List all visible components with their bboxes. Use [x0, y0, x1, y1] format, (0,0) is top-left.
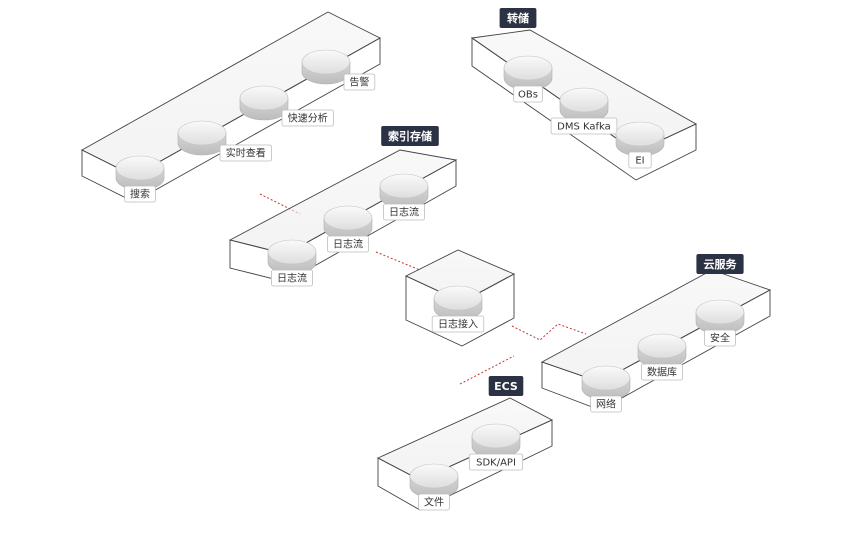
- node-label: 日志流: [389, 206, 419, 219]
- node-label-box: [270, 269, 313, 287]
- node-label-box: [704, 329, 736, 347]
- node-label: 搜索: [130, 188, 150, 201]
- disk-top: [239, 85, 289, 111]
- node-label-box: [124, 185, 156, 203]
- group-box-top: [228, 149, 458, 255]
- node-label: EI: [635, 156, 644, 167]
- node-dump-1[interactable]: OBs: [503, 55, 553, 103]
- node-analysis-1[interactable]: 搜索: [115, 155, 165, 203]
- node-label-box: [590, 395, 622, 413]
- node-ingest-1[interactable]: 日志接入: [431, 285, 485, 333]
- badge-bg: [696, 254, 744, 274]
- node-label: 日志接入: [438, 318, 478, 331]
- disk-top: [559, 87, 609, 113]
- disk-top: [433, 285, 483, 311]
- node-label-box: [382, 203, 425, 221]
- node-label: 数据库: [647, 366, 677, 379]
- group-ingest: 日志接入: [404, 249, 516, 347]
- disk-top: [637, 333, 687, 359]
- node-label-box: [641, 363, 684, 381]
- node-ecs-1[interactable]: 文件: [409, 463, 459, 511]
- connector-line-2: [375, 251, 421, 271]
- node-label: 文件: [424, 496, 444, 509]
- node-dump-3[interactable]: EI: [615, 121, 665, 169]
- group-box-floor: [82, 12, 380, 176]
- group-title: ECS: [494, 380, 518, 393]
- node-label: 安全: [710, 332, 730, 345]
- group-box-top: [540, 269, 772, 383]
- node-index-3[interactable]: 日志流: [379, 173, 429, 221]
- disk-top: [323, 205, 373, 231]
- node-label: OBs: [518, 90, 538, 101]
- group-ecs: 文件 SDK/API ECS: [376, 376, 554, 511]
- node-dump-2[interactable]: DMS Kafka: [550, 87, 618, 135]
- badge-bg: [499, 8, 537, 28]
- disk-top: [503, 55, 553, 81]
- node-label-box: [326, 235, 369, 253]
- disk-top: [267, 239, 317, 265]
- group-title: 云服务: [704, 257, 738, 271]
- disk-top: [177, 120, 227, 146]
- disk-top: [581, 365, 631, 391]
- group-box-floor: [378, 398, 552, 480]
- node-index-2[interactable]: 日志流: [323, 205, 373, 253]
- node-analysis-4[interactable]: 告警: [301, 49, 376, 91]
- group-title: 转储: [507, 11, 529, 25]
- node-label-box: [431, 315, 485, 333]
- node-cloud-1[interactable]: 网络: [581, 365, 631, 413]
- node-analysis-3[interactable]: 快速分析: [239, 85, 334, 127]
- group-title-badge-index: 索引存储: [381, 126, 439, 146]
- node-label: DMS Kafka: [557, 122, 611, 133]
- group-title: 索引存储: [388, 129, 432, 143]
- node-cloud-3[interactable]: 安全: [695, 299, 745, 347]
- group-box-floor: [542, 270, 770, 382]
- node-label: 日志流: [333, 238, 363, 251]
- node-ecs-2[interactable]: SDK/API: [468, 423, 524, 471]
- node-label-box: [468, 453, 524, 471]
- group-title-badge-ecs: ECS: [488, 376, 524, 396]
- node-label: 快速分析: [288, 112, 328, 125]
- disk-top: [301, 49, 351, 75]
- disk-top: [695, 299, 745, 325]
- disk-top: [409, 463, 459, 489]
- node-label-box: [418, 493, 450, 511]
- group-analysis: 搜索 实时查看 快速分析 告警: [81, 11, 381, 203]
- node-label: 实时查看: [226, 147, 266, 160]
- badge-bg: [381, 126, 439, 146]
- node-label: SDK/API: [476, 458, 516, 469]
- group-title-badge-cloud: 云服务: [696, 254, 744, 274]
- group-cloud: 网络 数据库 安全 云服务: [540, 254, 772, 413]
- node-label: 网络: [596, 398, 616, 411]
- node-label-box: [628, 151, 652, 169]
- group-box-top: [376, 397, 554, 481]
- node-label: 告警: [349, 76, 369, 89]
- group-title-badge-dump: 转储: [499, 8, 537, 28]
- disk-top: [379, 173, 429, 199]
- node-analysis-2[interactable]: 实时查看: [177, 120, 272, 162]
- node-index-1[interactable]: 日志流: [267, 239, 317, 287]
- badge-bg: [488, 376, 524, 396]
- disk-top: [615, 121, 665, 147]
- node-label-box: [513, 85, 543, 103]
- node-label: 日志流: [277, 272, 307, 285]
- node-label-box: [343, 73, 376, 91]
- node-label-box: [219, 144, 272, 162]
- node-cloud-2[interactable]: 数据库: [637, 333, 687, 381]
- disk-top: [115, 155, 165, 181]
- node-label-box: [550, 117, 618, 135]
- disk-top: [471, 423, 521, 449]
- node-label-box: [281, 109, 334, 127]
- connector-line-3: [511, 323, 587, 341]
